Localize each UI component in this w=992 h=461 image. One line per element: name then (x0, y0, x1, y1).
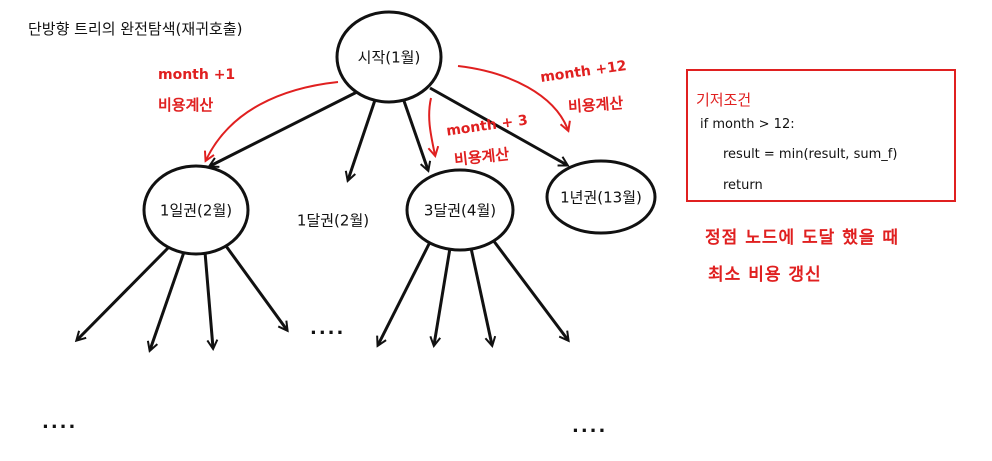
edge-day1-child3 (203, 251, 213, 348)
edge-root-month3 (402, 100, 428, 170)
note-line-1: 정점 노드에 도달 했을 때 (705, 228, 900, 248)
edge-month3-child2 (434, 247, 452, 345)
code-line-result: result = min(result, sum_f) (723, 147, 898, 162)
edge-month3-child1 (378, 241, 432, 345)
base-case-title: 기저조건 (696, 91, 752, 109)
edge-month3-child3 (469, 247, 492, 345)
edge-root-month1 (348, 99, 377, 180)
annotation-arrow-mid (429, 97, 435, 155)
note-line-2: 최소 비용 갱신 (708, 265, 822, 285)
ellipsis-mid: .... (310, 318, 346, 339)
edge-month3-child4 (491, 239, 568, 340)
edge-root-year1 (429, 86, 567, 165)
edge-root-day1 (210, 90, 358, 166)
annotation-arrow-right (457, 65, 568, 130)
year1-node-label: 1년권(13월) (560, 188, 642, 207)
annotation-left-cost: 비용계산 (158, 96, 214, 114)
root-node-label: 시작(1월) (357, 48, 421, 67)
year1-node (545, 159, 657, 235)
annotation-right-cost: 비용계산 (567, 94, 624, 116)
month3-node-label: 3달권(4월) (423, 201, 497, 220)
root-node (335, 10, 443, 104)
code-line-if: if month > 12: (700, 117, 795, 132)
edge-day1-child1 (77, 246, 170, 340)
day1-node (142, 164, 250, 256)
month3-node (405, 168, 515, 252)
diagram-title: 단방향 트리의 완전탐색(재귀호출) (28, 20, 243, 38)
edge-day1-child2 (150, 251, 186, 350)
base-case-box: 기저조건 (686, 69, 956, 202)
edge-day1-child4 (224, 245, 287, 330)
code-line-return: return (723, 178, 763, 193)
annotation-left-month: month +1 (158, 67, 236, 83)
annotation-arrow-left (206, 81, 339, 160)
month1-node-label: 1달권(2월) (296, 211, 370, 230)
ellipsis-bottom-right: .... (572, 416, 608, 437)
day1-node-label: 1일권(2월) (159, 201, 233, 220)
ellipsis-bottom-left: .... (42, 412, 78, 433)
